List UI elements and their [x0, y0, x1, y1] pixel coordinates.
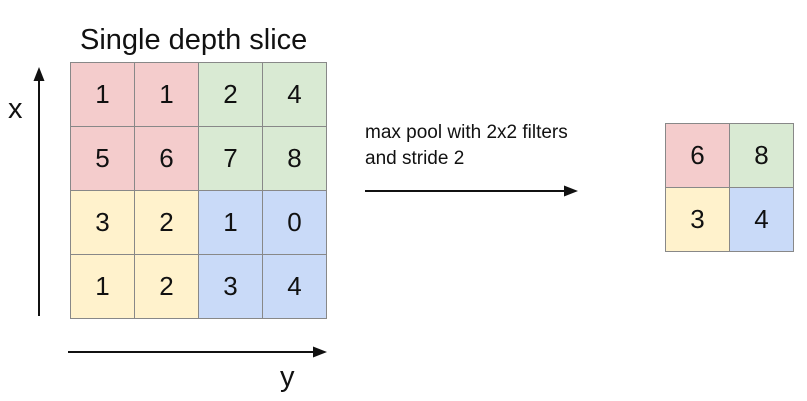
operation-caption-line-1: max pool with 2x2 filters — [365, 122, 568, 143]
input-grid-cell: 7 — [199, 127, 263, 191]
input-grid-cell: 1 — [199, 191, 263, 255]
input-grid-cell: 1 — [135, 63, 199, 127]
input-grid-cell: 4 — [263, 63, 327, 127]
diagram-title: Single depth slice — [80, 24, 308, 56]
input-grid-cell: 6 — [135, 127, 199, 191]
output-grid-cell: 4 — [730, 188, 794, 252]
output-grid-cell: 8 — [730, 124, 794, 188]
input-grid-cell: 2 — [135, 255, 199, 319]
input-grid-cell: 4 — [263, 255, 327, 319]
y-axis-arrow — [68, 346, 327, 358]
input-grid-cell: 0 — [263, 191, 327, 255]
input-grid-cell: 3 — [71, 191, 135, 255]
output-grid-cell: 6 — [666, 124, 730, 188]
operation-caption-line-2: and stride 2 — [365, 148, 465, 169]
x-axis-arrow — [33, 67, 45, 316]
input-grid-cell: 2 — [199, 63, 263, 127]
x-axis-label: x — [8, 93, 23, 125]
y-axis-label: y — [280, 361, 295, 393]
input-grid-cell: 3 — [199, 255, 263, 319]
operation-arrow — [365, 185, 578, 197]
input-grid-cell: 8 — [263, 127, 327, 191]
input-grid-cell: 1 — [71, 255, 135, 319]
output-grid-cell: 3 — [666, 188, 730, 252]
input-grid-cell: 2 — [135, 191, 199, 255]
input-grid-cell: 1 — [71, 63, 135, 127]
operation-caption: max pool with 2x2 filters and stride 2 — [365, 120, 568, 172]
input-grid-cell: 5 — [71, 127, 135, 191]
